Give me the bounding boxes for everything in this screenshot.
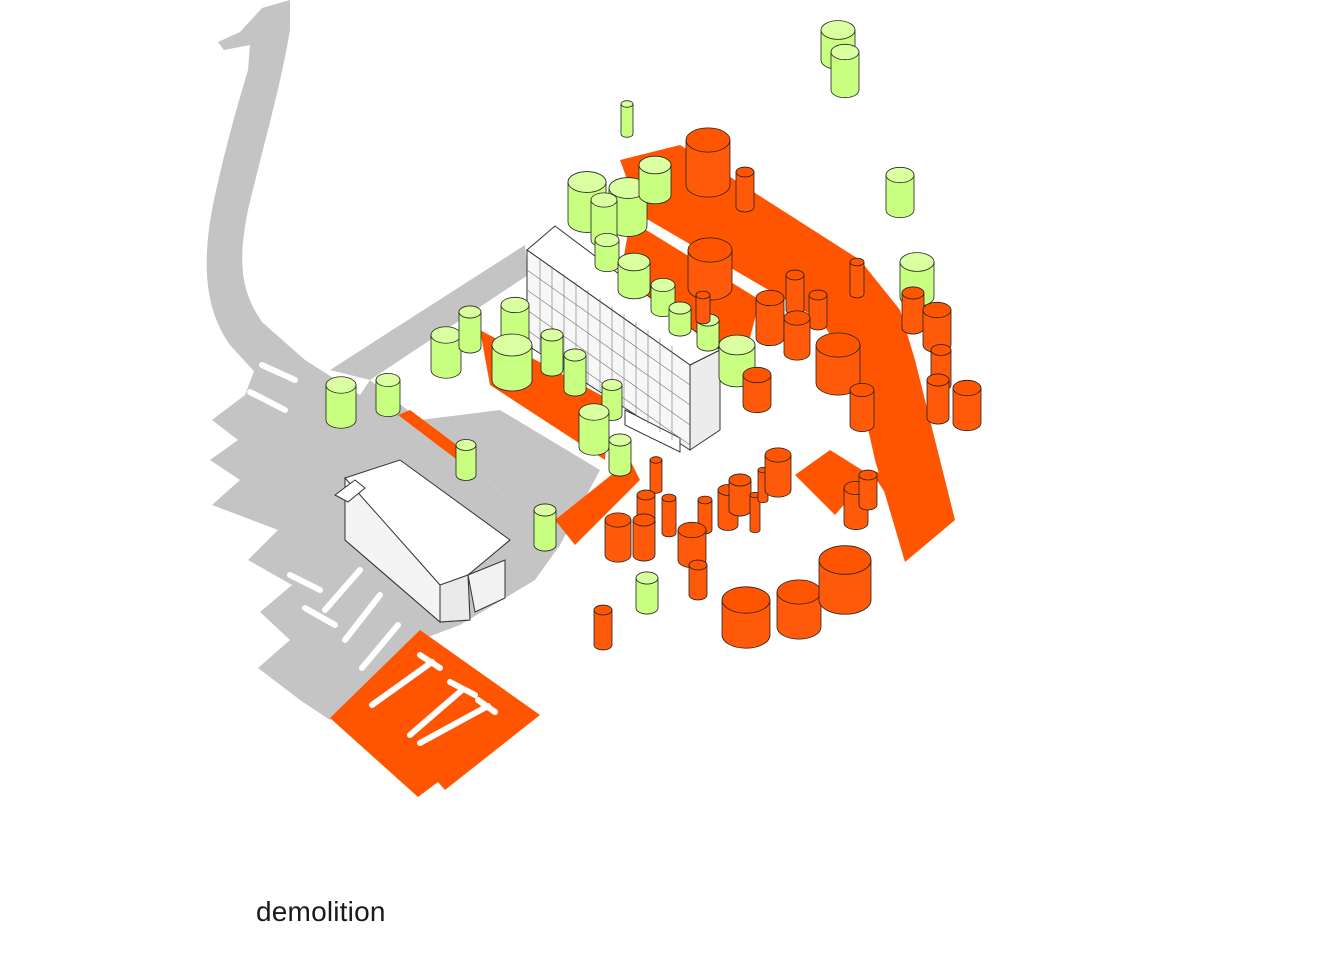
demolished-element-cylinder-20: [755, 289, 785, 347]
kept-tree-cylinder-10: [608, 177, 648, 237]
demolished-element-cylinder-56: [728, 473, 752, 517]
kept-tree-cylinder-39: [540, 328, 564, 377]
demolished-element-cylinder-7: [687, 237, 733, 301]
demolished-element-cylinder-53: [677, 521, 707, 569]
demolished-thin-strip: [398, 410, 470, 462]
demolished-element-cylinder-50: [604, 512, 632, 563]
kept-tree-cylinder-11: [638, 155, 672, 205]
demolished-element-cylinder-54: [688, 559, 708, 601]
demolished-element-cylinder-64: [776, 579, 822, 640]
kept-tree-cylinder-45: [533, 503, 557, 552]
kept-tree-cylinder-40: [563, 348, 587, 397]
kept-tree-cylinder-33: [325, 376, 357, 429]
demolished-element-cylinder-5: [685, 127, 731, 198]
demolished-element-cylinder-8: [849, 257, 865, 299]
kept-tree-cylinder-46: [635, 571, 659, 615]
kept-tree-cylinder-38: [491, 333, 533, 392]
demolished-element-cylinder-49: [661, 493, 677, 538]
demolished-element-cylinder-21: [785, 269, 805, 316]
demolished-element-cylinder-23: [783, 310, 811, 361]
cylinder-layer: [325, 20, 982, 651]
demolished-element-cylinder-62: [593, 604, 613, 651]
demolished-element-cylinder-30: [849, 382, 875, 432]
demolished-patch-right: [795, 450, 870, 515]
kept-tree-cylinder-3: [620, 100, 634, 138]
kept-tree-cylinder-42: [578, 403, 610, 456]
demolished-element-cylinder-59: [764, 447, 792, 498]
demolished-element-cylinder-26: [922, 301, 952, 354]
demolished-element-cylinder-65: [818, 545, 872, 615]
demolished-element-cylinder-61: [858, 469, 878, 511]
kept-tree-cylinder-16: [668, 301, 692, 337]
demolished-element-cylinder-29: [952, 379, 982, 432]
diagram-caption: demolition: [256, 896, 386, 927]
demolished-element-cylinder-6: [735, 166, 755, 213]
demolished-element-cylinder-28: [926, 373, 950, 425]
demolished-parking-markings: [369, 652, 498, 746]
kept-tree-cylinder-43: [608, 433, 632, 477]
access-road: [206, 0, 305, 380]
kept-tree-cylinder-14: [617, 252, 651, 300]
demolished-element-cylinder-51: [632, 513, 656, 562]
demolished-element-cylinder-47: [649, 456, 663, 494]
diagonal-road: [330, 245, 528, 380]
demolished-element-cylinder-31: [742, 366, 772, 414]
demolished-element-cylinder-32: [695, 290, 711, 325]
kept-tree-cylinder-36: [458, 305, 482, 354]
demolished-element-cylinder-24: [815, 332, 861, 396]
kept-tree-cylinder-4: [885, 166, 915, 219]
kept-tree-cylinder-44: [455, 439, 477, 481]
demolished-strip-lower: [555, 460, 640, 545]
parking-markings: [247, 362, 401, 671]
kept-tree-cylinder-35: [430, 326, 462, 379]
demolished-band-tower: [620, 220, 760, 375]
demolished-element-cylinder-63: [721, 586, 771, 649]
demolished-element-cylinder-22: [808, 289, 828, 331]
kept-tree-cylinder-34: [375, 372, 401, 417]
kept-tree-cylinder-13: [594, 232, 620, 272]
demolished-element-cylinder-25: [901, 286, 925, 335]
low-building: [334, 459, 511, 624]
kept-tree-cylinder-2: [830, 43, 860, 99]
demolished-patch-right-2: [870, 470, 905, 500]
